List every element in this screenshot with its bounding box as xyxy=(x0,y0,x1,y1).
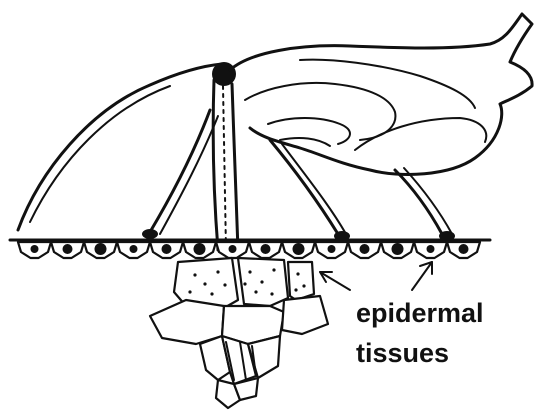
label-line-2: tissues xyxy=(356,338,449,368)
head-dot xyxy=(212,62,236,86)
cell-nucleus xyxy=(229,245,237,253)
body-fold-4 xyxy=(355,118,486,150)
leg-hind-inner xyxy=(404,168,452,234)
proboscis-right xyxy=(232,84,238,250)
lower-tissue xyxy=(150,258,328,408)
cell-nucleus xyxy=(31,245,39,253)
leg-hind xyxy=(395,170,442,234)
cell-nucleus xyxy=(328,245,336,253)
cell-nucleus xyxy=(63,244,73,254)
cell-nucleus xyxy=(130,245,138,253)
leg-mid xyxy=(270,140,338,234)
cell-nucleus xyxy=(427,245,435,253)
body-outline xyxy=(230,14,532,174)
tissue-cell-4 xyxy=(150,300,224,344)
foot-front xyxy=(142,229,158,239)
body-fold-1 xyxy=(245,83,395,140)
leg-front-left-inner xyxy=(160,116,218,234)
cell-nucleus xyxy=(392,243,404,255)
cell-nucleus xyxy=(293,243,305,255)
cell-nucleus xyxy=(261,244,271,254)
antenna xyxy=(18,64,222,230)
tissue-cell-6 xyxy=(282,296,328,334)
cell-nucleus xyxy=(360,244,370,254)
cell-nucleus xyxy=(194,243,206,255)
tissue-cell-3 xyxy=(288,262,314,300)
proboscis-center xyxy=(223,86,226,250)
cell-nucleus xyxy=(95,243,107,255)
antenna-inner xyxy=(30,86,170,222)
proboscis-left xyxy=(213,80,218,250)
cell-nucleus xyxy=(162,244,172,254)
label-line-1: epidermal xyxy=(356,298,484,328)
epidermal-cell-row xyxy=(18,242,480,258)
leg-front-left xyxy=(150,110,210,232)
leg-mid-inner xyxy=(282,144,346,234)
cell-nucleus xyxy=(459,244,469,254)
